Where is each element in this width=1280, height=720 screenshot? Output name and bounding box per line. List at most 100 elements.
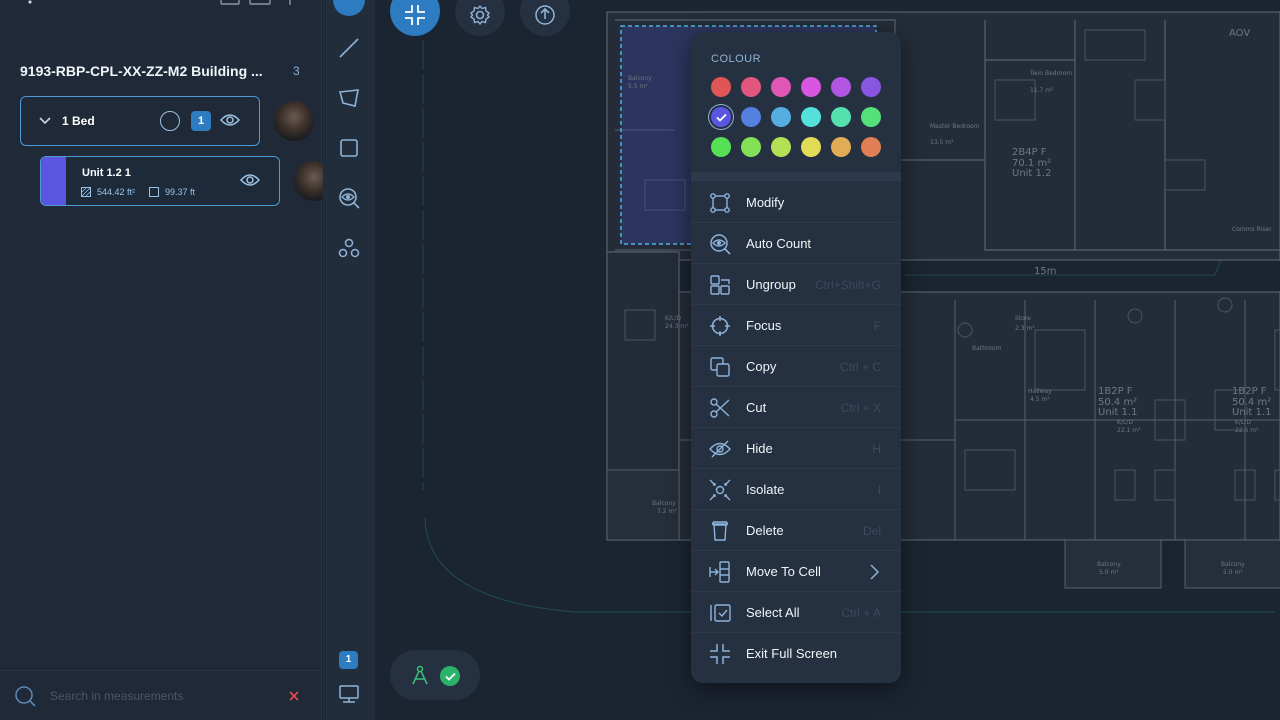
isolate-icon bbox=[709, 479, 731, 501]
menu-item-shortcut: F bbox=[873, 319, 881, 333]
colour-swatch[interactable] bbox=[741, 77, 761, 97]
unit-item[interactable]: Unit 1.2 1 544.42 ft² 99.37 ft bbox=[40, 156, 280, 206]
colour-swatch[interactable] bbox=[861, 107, 881, 127]
rectangle-tool-button[interactable] bbox=[336, 135, 362, 161]
gear-icon bbox=[469, 4, 491, 26]
menu-item-shortcut: Ctrl + A bbox=[841, 606, 881, 620]
room-label: Master Bedroom bbox=[930, 123, 980, 130]
scissors-icon bbox=[709, 397, 731, 419]
line-tool-button[interactable] bbox=[336, 35, 362, 61]
colour-swatch[interactable] bbox=[801, 137, 821, 157]
panel-top-icons bbox=[28, 0, 291, 5]
clear-search-icon[interactable] bbox=[288, 690, 300, 702]
cluster-icon bbox=[338, 238, 360, 258]
room-label: K/L/D bbox=[1235, 419, 1251, 426]
chevron-down-icon[interactable] bbox=[39, 115, 51, 125]
eye-icon[interactable] bbox=[240, 173, 260, 187]
room-area: 22.5 m² bbox=[1235, 427, 1259, 434]
check-icon bbox=[444, 672, 456, 681]
unit-name-label: Unit 1.1 bbox=[1098, 407, 1137, 418]
auto-count-icon bbox=[709, 233, 731, 255]
polygon-icon bbox=[338, 89, 359, 107]
colour-swatch[interactable] bbox=[771, 137, 791, 157]
room-area: 5.0 m² bbox=[1099, 569, 1119, 576]
menu-item-auto-count[interactable]: Auto Count bbox=[691, 223, 901, 264]
colour-swatch[interactable] bbox=[771, 107, 791, 127]
room-area: 11.7 m² bbox=[1030, 87, 1054, 94]
search-icon bbox=[15, 686, 36, 707]
menu-item-move-to-cell[interactable]: Move To Cell bbox=[691, 551, 901, 592]
unit-area-label: 70.1 m² bbox=[1012, 158, 1051, 169]
menu-item-exit-full-screen[interactable]: Exit Full Screen bbox=[691, 633, 901, 674]
menu-item-hide[interactable]: Hide H bbox=[691, 428, 901, 469]
room-area: 5.5 m² bbox=[628, 83, 648, 90]
status-pill bbox=[390, 650, 480, 700]
colour-swatch[interactable] bbox=[741, 137, 761, 157]
menu-divider bbox=[691, 172, 901, 181]
eye-off-icon bbox=[709, 438, 731, 460]
menu-item-shortcut: I bbox=[877, 483, 881, 497]
colour-swatch[interactable] bbox=[831, 137, 851, 157]
context-menu: COLOUR Modify Auto Count Ungroup Ctrl+Sh… bbox=[691, 32, 901, 683]
colour-swatch[interactable] bbox=[771, 77, 791, 97]
colour-swatch[interactable] bbox=[831, 107, 851, 127]
colour-swatch[interactable] bbox=[711, 77, 731, 97]
room-label: Balcony bbox=[628, 75, 652, 82]
perimeter-icon bbox=[149, 187, 160, 197]
menu-item-ungroup[interactable]: Ungroup Ctrl+Shift+G bbox=[691, 264, 901, 305]
room-label: K/L/D bbox=[665, 315, 681, 322]
room-label: Bathroom bbox=[972, 345, 1002, 352]
room-area: 4.5 m² bbox=[1030, 396, 1050, 403]
focus-icon bbox=[709, 315, 731, 337]
colour-swatch[interactable] bbox=[801, 107, 821, 127]
menu-item-select-all[interactable]: Select All Ctrl + A bbox=[691, 592, 901, 633]
colour-swatch[interactable] bbox=[801, 77, 821, 97]
menu-item-label: Delete bbox=[746, 523, 784, 538]
colour-swatch[interactable] bbox=[861, 77, 881, 97]
group-tool-button[interactable] bbox=[336, 235, 362, 261]
menu-item-shortcut: Ctrl + X bbox=[840, 401, 881, 415]
menu-item-shortcut: Ctrl + C bbox=[839, 360, 881, 374]
room-area: 7.2 m² bbox=[657, 508, 677, 515]
room-label: Hallway bbox=[1028, 388, 1052, 395]
colour-swatch[interactable] bbox=[741, 107, 761, 127]
colour-swatch[interactable] bbox=[711, 137, 731, 157]
collapse-icon bbox=[405, 5, 425, 25]
compass-icon[interactable] bbox=[410, 665, 430, 685]
display-button[interactable] bbox=[336, 681, 362, 707]
group-1-bed[interactable]: 1 Bed 1 bbox=[20, 96, 260, 146]
menu-item-label: Copy bbox=[746, 359, 777, 374]
menu-item-focus[interactable]: Focus F bbox=[691, 305, 901, 346]
monitor-icon bbox=[339, 685, 359, 703]
menu-item-modify[interactable]: Modify bbox=[691, 182, 901, 223]
auto-count-icon bbox=[339, 188, 360, 209]
sync-status-check bbox=[440, 666, 460, 686]
room-area: 2.3 m² bbox=[1015, 325, 1035, 332]
menu-item-isolate[interactable]: Isolate I bbox=[691, 469, 901, 510]
tool-strip: 1 bbox=[323, 0, 375, 720]
unit-color-swatch[interactable] bbox=[41, 157, 66, 205]
menu-item-label: Auto Count bbox=[746, 236, 812, 251]
room-label: Balcony bbox=[1097, 561, 1121, 568]
room-area: 13.5 m² bbox=[930, 139, 954, 146]
select-tool-button[interactable] bbox=[333, 0, 365, 16]
project-title[interactable]: 9193-RBP-CPL-XX-ZZ-M2 Building ... bbox=[20, 63, 263, 79]
colour-swatch[interactable] bbox=[711, 107, 731, 127]
menu-item-delete[interactable]: Delete Del bbox=[691, 510, 901, 551]
auto-count-tool-button[interactable] bbox=[336, 185, 362, 211]
room-area: 22.1 m² bbox=[1117, 427, 1141, 434]
unit-name-label: Unit 1.1 bbox=[1232, 407, 1271, 418]
polygon-tool-button[interactable] bbox=[336, 85, 362, 111]
search-input[interactable] bbox=[50, 687, 270, 705]
eye-icon[interactable] bbox=[220, 113, 240, 127]
menu-item-copy[interactable]: Copy Ctrl + C bbox=[691, 346, 901, 387]
room-label: Comms Riser bbox=[1232, 226, 1272, 233]
colour-swatch[interactable] bbox=[861, 137, 881, 157]
menu-item-label: Move To Cell bbox=[746, 564, 821, 579]
unit-meta: 544.42 ft² 99.37 ft bbox=[81, 187, 195, 197]
menu-item-cut[interactable]: Cut Ctrl + X bbox=[691, 387, 901, 428]
search-bar bbox=[0, 670, 322, 720]
group-color-circle[interactable] bbox=[160, 111, 180, 131]
colour-swatch[interactable] bbox=[831, 77, 851, 97]
ungroup-icon bbox=[709, 274, 731, 296]
